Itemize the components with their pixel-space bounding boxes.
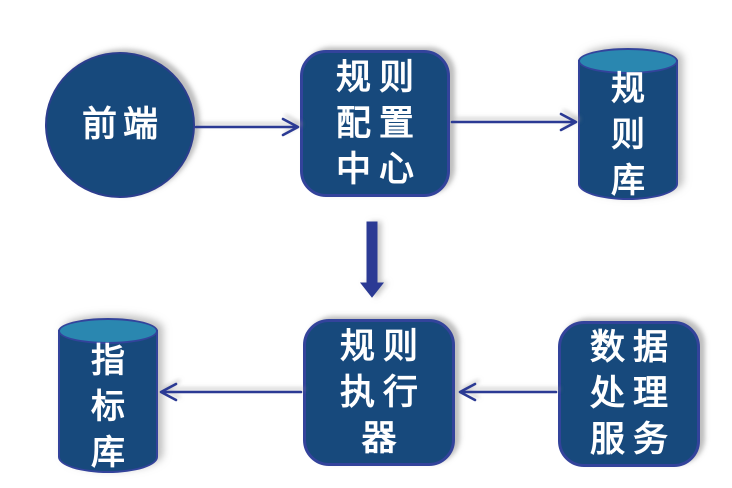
node-data-processing-service: 数据 处理 服务 <box>558 321 700 467</box>
arrow-frontend-to-rule-config-center <box>194 117 300 137</box>
cylinder-top-ellipse <box>578 48 678 74</box>
arrow-rule-config-center-to-rule-repository <box>450 112 578 132</box>
cylinder-top-ellipse <box>58 318 158 344</box>
node-rule-config-center: 规则 配置 中心 <box>300 50 450 197</box>
node-rule-executor: 规则 执行 器 <box>303 319 455 466</box>
cylinder-body <box>58 330 158 473</box>
node-rule-config-center-label: 规则 配置 中心 <box>335 57 422 190</box>
arrow-rule-config-center-to-rule-executor <box>359 221 385 298</box>
cylinder-body <box>578 60 678 200</box>
node-frontend-label: 前端 <box>81 105 164 145</box>
node-rule-repository-label: 规 则 库 <box>611 69 645 201</box>
arrow-rule-executor-to-metric-repository <box>159 382 303 402</box>
arrow-data-processing-service-to-rule-executor <box>458 382 558 402</box>
node-rule-executor-label: 规则 执行 器 <box>339 326 426 459</box>
node-data-processing-service-label: 数据 处理 服务 <box>589 328 676 460</box>
node-frontend: 前端 <box>45 52 195 198</box>
node-metric-repository: 指 标 库 <box>58 318 158 473</box>
node-rule-repository: 规 则 库 <box>578 48 678 201</box>
node-metric-repository-label: 指 标 库 <box>91 340 125 473</box>
